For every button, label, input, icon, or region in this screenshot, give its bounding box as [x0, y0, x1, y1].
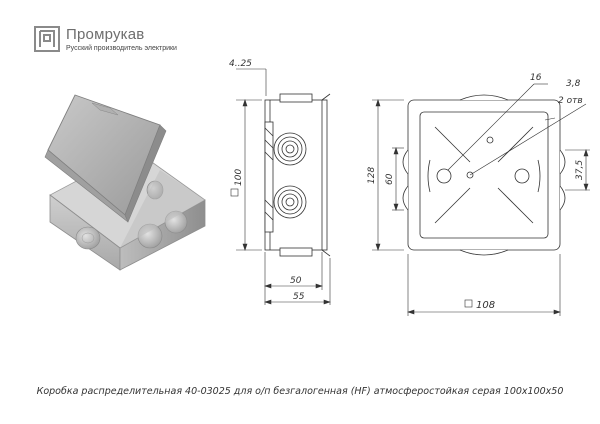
- box-3d-render: [44, 94, 206, 271]
- logo-mark-icon: [34, 26, 60, 52]
- dim-height-total: 128: [367, 167, 377, 184]
- dim-top-width: 4..25: [229, 59, 252, 69]
- brand-name: Промрукав: [66, 25, 145, 43]
- dim-side-height: 100: [234, 169, 244, 186]
- dim-holes-count: 2 отв: [558, 96, 583, 106]
- dim-hole-small: 3,8: [566, 79, 581, 89]
- dim-height-mid: 60: [385, 173, 395, 185]
- drawing-caption: Коробка распределительная 40-03025 для о…: [36, 386, 564, 397]
- brand-tagline: Русский производитель электрики: [66, 44, 177, 52]
- top-dimensions: [372, 83, 590, 316]
- dim-hole: 16: [530, 73, 542, 83]
- dim-width-outer: 55: [293, 292, 305, 302]
- dim-width-inner: 50: [290, 276, 302, 286]
- dim-base: 108: [476, 300, 495, 311]
- side-dimensions: [230, 68, 331, 305]
- top-view: [402, 94, 566, 256]
- dim-height-small: 37,5: [575, 160, 585, 180]
- side-view: [264, 93, 331, 257]
- company-logo: Промрукав Русский производитель электрик…: [34, 26, 177, 52]
